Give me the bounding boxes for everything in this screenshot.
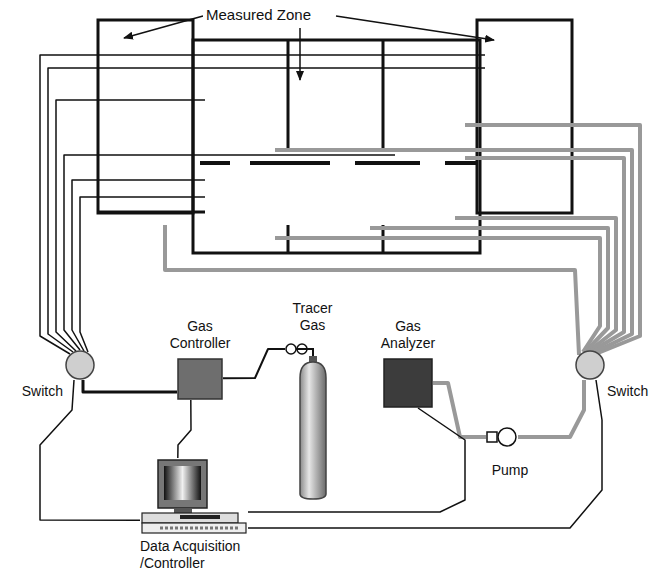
tube-grey bbox=[275, 238, 600, 352]
signal-wire bbox=[178, 400, 191, 458]
gas-cylinder-outline bbox=[285, 338, 340, 500]
leader-arrow bbox=[336, 16, 494, 40]
tube-black bbox=[64, 155, 395, 350]
leader-arrow bbox=[124, 16, 203, 38]
tube-black bbox=[98, 211, 205, 214]
node-label: Tracer Gas bbox=[283, 300, 343, 334]
building-wall bbox=[193, 40, 480, 253]
interior-wall bbox=[288, 40, 383, 253]
computer-icon-outline bbox=[140, 458, 248, 534]
signal-wire bbox=[223, 349, 285, 378]
gas-analyzer-box-outline bbox=[383, 358, 433, 408]
zone-wall bbox=[477, 20, 572, 213]
node-label: Gas Controller bbox=[155, 318, 245, 352]
switch-valve: Switch bbox=[65, 350, 95, 380]
leader-arrow bbox=[299, 28, 301, 80]
node-label: Switch bbox=[607, 383, 648, 400]
pump-symbol: Pump bbox=[486, 426, 518, 448]
gas-analyzer-box: Gas Analyzer bbox=[383, 358, 433, 408]
computer-icon: Data Acquisition /Controller bbox=[140, 458, 248, 534]
switch-valve-outline bbox=[65, 350, 95, 380]
tube-black bbox=[72, 180, 205, 351]
interior-wall bbox=[200, 161, 478, 165]
gas-tube bbox=[83, 380, 177, 392]
switch-valve-outline bbox=[575, 350, 605, 380]
switch-valve: Switch bbox=[575, 350, 605, 380]
gas-tube bbox=[518, 380, 584, 437]
node-label: Pump bbox=[492, 462, 529, 479]
node-label: Data Acquisition /Controller bbox=[140, 538, 280, 572]
signal-wire bbox=[248, 408, 465, 512]
gas-controller-box: Gas Controller bbox=[177, 358, 223, 400]
callout-label: Measured Zone bbox=[203, 6, 314, 24]
signal-wire bbox=[40, 380, 140, 520]
gas-controller-box-outline bbox=[177, 358, 223, 400]
tube-black bbox=[48, 68, 485, 352]
zone-wall bbox=[98, 20, 193, 213]
gas-cylinder: Tracer Gas bbox=[285, 338, 340, 500]
node-label: Switch bbox=[22, 383, 63, 400]
pump-symbol-outline bbox=[486, 426, 518, 448]
tube-black bbox=[40, 55, 485, 354]
tube-black bbox=[56, 100, 205, 351]
node-label: Gas Analyzer bbox=[368, 318, 448, 352]
tube-black bbox=[80, 197, 205, 352]
gas-tube bbox=[433, 383, 486, 437]
